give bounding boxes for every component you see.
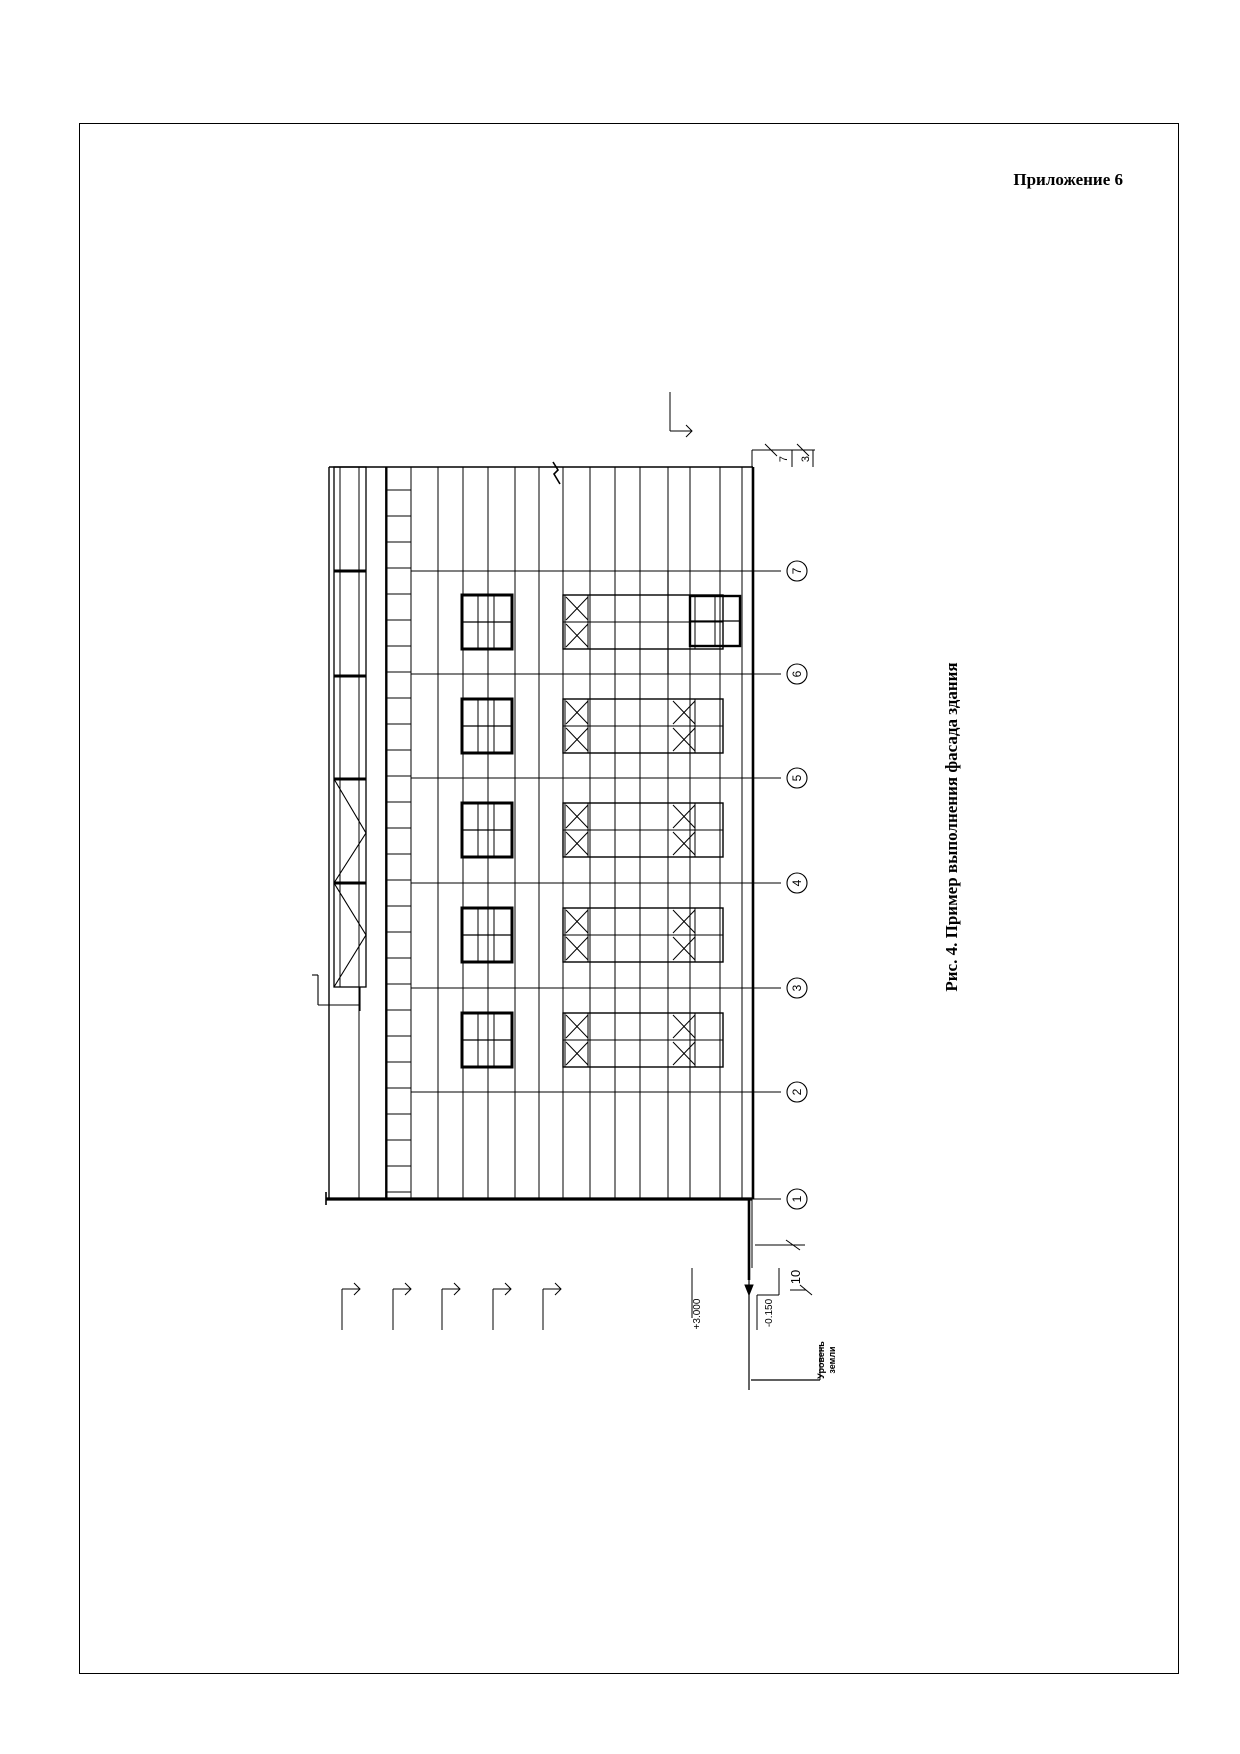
facade-outline	[312, 392, 821, 1390]
window-lower-1	[562, 1012, 724, 1068]
end-axis-label-a: 7	[778, 456, 790, 462]
axis-label-2: 2	[790, 1088, 804, 1095]
window-lower-4	[562, 698, 724, 754]
ground-level-label-line1: Уровень	[816, 1341, 826, 1379]
facade-elements: 1 2 3 4 5 6 7	[790, 567, 804, 1202]
ground-level-label-line2: земли	[827, 1346, 837, 1373]
end-axis-label-b: 3	[800, 456, 812, 462]
elevation-mark-top: +3.000	[692, 1298, 703, 1329]
axis-label-4: 4	[790, 879, 804, 886]
window-lower-5	[562, 594, 724, 650]
elevation-mark-floor: -0.150	[764, 1298, 775, 1327]
axis-label-5: 5	[790, 774, 804, 781]
appendix-label: Приложение 6	[1013, 170, 1123, 189]
window-lower-2	[562, 907, 724, 963]
axis-label-7: 7	[790, 567, 804, 574]
axis-label-6: 6	[790, 670, 804, 677]
axis-label-1: 1	[790, 1195, 804, 1202]
sheet-frame	[79, 123, 1179, 1674]
axis-bubble-5	[786, 767, 808, 789]
axis-bubble-6	[786, 663, 808, 685]
window-lower-3	[562, 802, 724, 858]
axis-bubble-2	[786, 1081, 808, 1103]
figure-caption: Рис. 4. Пример выполнения фасада здания	[942, 662, 961, 992]
dimension-label: 10	[788, 1270, 803, 1284]
axis-label-3: 3	[790, 984, 804, 991]
axis-bubble-1	[786, 1188, 808, 1210]
axis-bubble-7	[786, 560, 808, 582]
axis-bubble-4	[786, 872, 808, 894]
axis-bubble-3	[786, 977, 808, 999]
